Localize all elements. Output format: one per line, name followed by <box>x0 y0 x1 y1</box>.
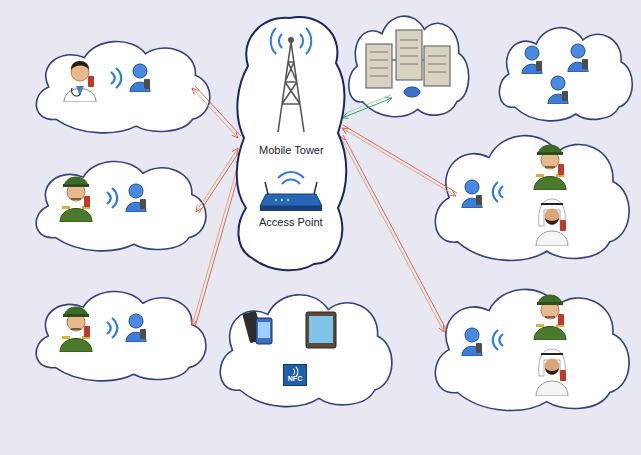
access-point-label: Access Point <box>259 216 323 229</box>
nfc-label: NFC <box>288 375 302 383</box>
cloud-group <box>36 16 632 410</box>
server-icons <box>366 30 450 97</box>
tower-label: Mobile Tower <box>259 144 324 157</box>
nfc-devices <box>242 311 336 348</box>
nfc-badge: NFC <box>283 364 307 386</box>
cloud-outline <box>232 8 350 274</box>
network-cloud: Mobile TowerAccess Point <box>232 8 350 274</box>
